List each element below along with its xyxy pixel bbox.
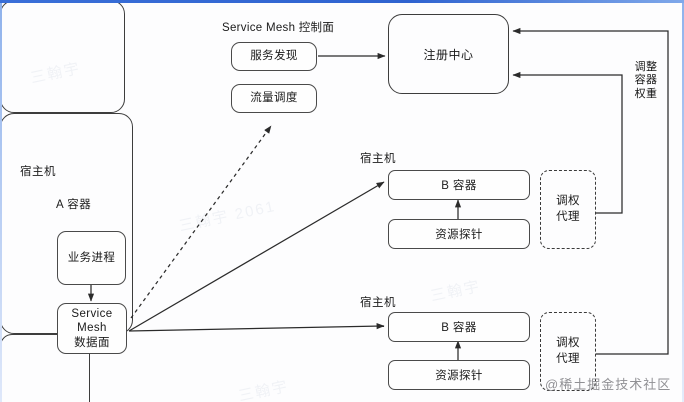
business-process-box[interactable]: 业务进程 <box>57 231 126 285</box>
host-left-label: 宿主机 <box>20 166 56 178</box>
edge-agent-bottom-to-registry <box>512 27 669 355</box>
sidecar-line-2: Mesh <box>77 322 107 335</box>
weight-agent-box-bottom[interactable]: 调权 代理 <box>540 312 596 391</box>
b-container-box-bottom[interactable]: B 容器 <box>388 312 530 342</box>
weight-agent-line-1: 调权 <box>556 194 580 207</box>
edge-sidecar-to-traffic-dashed <box>130 125 272 319</box>
weight-agent-box-middle[interactable]: 调权 代理 <box>540 170 596 249</box>
adjust-weight-label: 调整 容器 权重 <box>631 61 661 101</box>
service-mesh-dataplane-box[interactable]: Service Mesh 数据面 <box>57 303 127 354</box>
browser-top-edge <box>0 0 684 3</box>
site-watermark: @稀土掘金技术社区 <box>545 377 672 392</box>
edge-sidecar-to-bcontainer-middle <box>128 181 385 332</box>
traffic-scheduling-box[interactable]: 流量调度 <box>231 84 317 113</box>
adjust-weight-line-1: 调整 <box>634 61 658 73</box>
edge-agent-middle-to-registry <box>512 71 623 214</box>
adjust-weight-line-3: 权重 <box>634 87 658 100</box>
sidecar-line-1: Service <box>71 307 113 320</box>
sidecar-line-3: 数据面 <box>74 336 110 349</box>
weight-agent-line-2: 代理 <box>556 352 580 365</box>
registry-center-box[interactable]: 注册中心 <box>388 14 509 94</box>
service-discovery-box[interactable]: 服务发现 <box>231 42 317 71</box>
weight-agent-line-1: 调权 <box>556 336 580 349</box>
weight-agent-line-2: 代理 <box>556 210 580 223</box>
left-edge <box>0 3 2 402</box>
b-container-box-middle[interactable]: B 容器 <box>388 170 530 200</box>
right-edge <box>682 3 684 402</box>
container-a-label: A 容器 <box>56 199 92 211</box>
host-bottom-label: 宿主机 <box>360 297 396 309</box>
edge-sidecar-to-bcontainer-bottom <box>128 323 385 332</box>
host-middle-label: 宿主机 <box>360 153 396 165</box>
resource-probe-box-middle[interactable]: 资源探针 <box>388 219 530 249</box>
adjust-weight-line-2: 容器 <box>634 74 658 87</box>
resource-probe-box-bottom[interactable]: 资源探针 <box>388 360 530 390</box>
control-plane-label: Service Mesh 控制面 <box>222 22 335 34</box>
